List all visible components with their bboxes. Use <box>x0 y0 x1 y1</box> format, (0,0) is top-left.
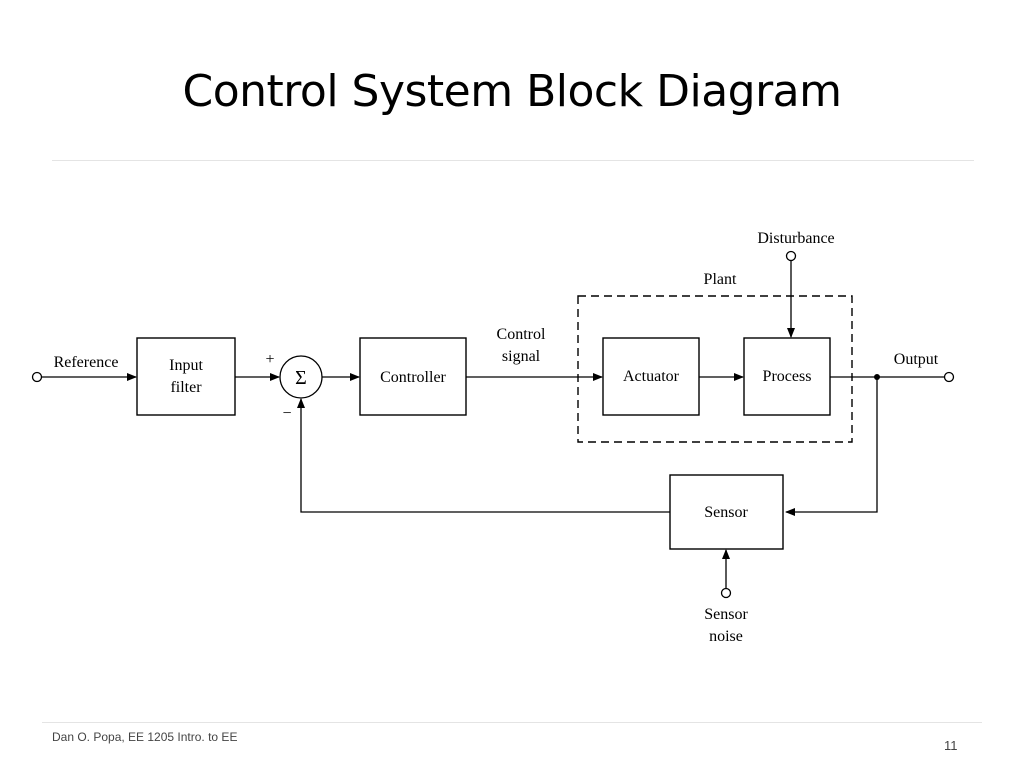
disturbance-label: Disturbance <box>757 230 834 247</box>
page-number: 11 <box>944 738 958 753</box>
output-terminal <box>943 371 955 383</box>
sensor-label: Sensor <box>704 504 748 521</box>
sensor-noise-label-line1: Sensor <box>704 606 748 623</box>
output-to-sensor-arrow <box>785 377 878 516</box>
input-filter-label-line1: Input <box>169 357 203 374</box>
footer-divider <box>42 722 982 723</box>
reference-label: Reference <box>54 354 119 371</box>
sigma-symbol: Σ <box>295 367 307 389</box>
slide-title: Control System Block Diagram <box>182 66 843 117</box>
actuator-block <box>602 337 700 416</box>
footer-credit: Dan O. Popa, EE 1205 Intro. to EE <box>52 730 238 744</box>
title-divider <box>52 160 974 161</box>
input-filter-block <box>136 337 236 416</box>
sensor-noise-terminal <box>720 587 732 599</box>
minus-sign: − <box>282 405 291 422</box>
input-filter-label-line2: filter <box>170 379 202 396</box>
control-signal-label-line2: signal <box>502 348 541 365</box>
disturbance-terminal <box>785 250 797 262</box>
output-label: Output <box>894 351 939 368</box>
control-signal-label-line1: Control <box>497 326 546 343</box>
plus-sign: + <box>265 351 274 368</box>
plant-boundary <box>577 295 853 443</box>
feedback-arrow <box>297 398 670 513</box>
process-label: Process <box>763 368 812 385</box>
plant-label: Plant <box>704 271 737 288</box>
reference-terminal <box>31 371 43 383</box>
process-block <box>743 337 831 416</box>
actuator-label: Actuator <box>623 368 680 385</box>
sensor-block <box>669 474 784 550</box>
controller-label: Controller <box>380 369 446 386</box>
sensor-noise-label-line2: noise <box>709 628 743 645</box>
